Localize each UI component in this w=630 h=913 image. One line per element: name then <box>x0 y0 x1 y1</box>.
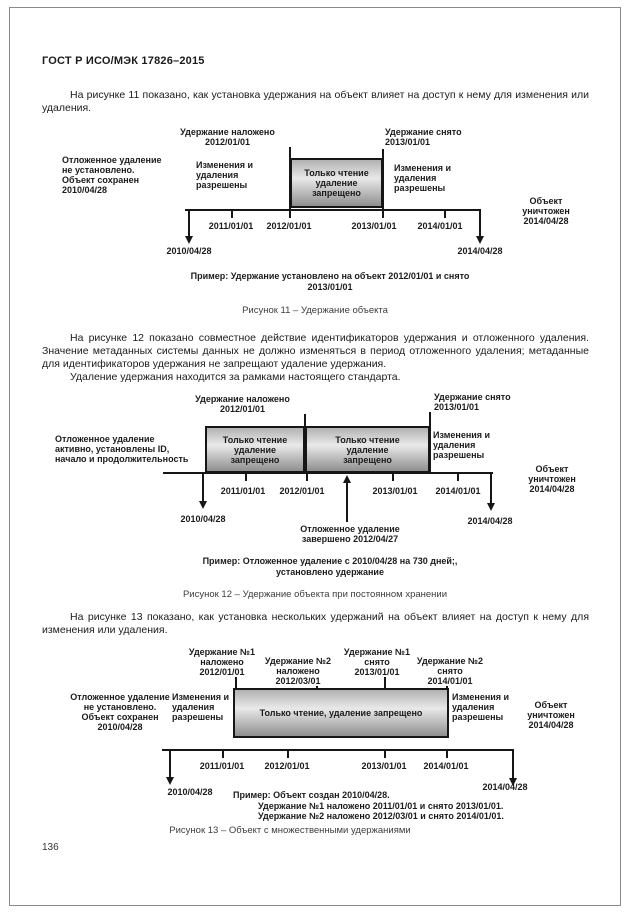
fig11-tick-2011 <box>231 209 233 218</box>
fig13-end-arrow-line <box>512 749 514 778</box>
fig12-hold-removed-label: Удержание снято 2013/01/01 <box>434 392 511 412</box>
fig12-timeline-line <box>163 472 493 474</box>
fig13-hold1-removed-label: Удержание №1 снято 2013/01/01 <box>343 647 411 677</box>
fig12-deferred-done-label: Отложенное удаление завершено 2012/04/27 <box>300 524 400 544</box>
fig13-start-date-label: 2010/04/28 <box>167 787 213 797</box>
fig13-left-note: Отложенное удаление не установлено. Объе… <box>70 692 170 732</box>
fig11-left-note: Отложенное удаление не установлено. Объе… <box>62 155 162 195</box>
fig13-tick-2012 <box>287 749 289 758</box>
fig13-region-before-label: Изменения и удаления разрешены <box>172 692 230 722</box>
fig12-deferred-arrow-line <box>346 482 348 522</box>
fig12-end-arrow-down-icon <box>487 503 495 511</box>
fig13-readonly-box: Только чтение, удаление запрещено <box>233 688 449 738</box>
fig13-caption: Рисунок 13 – Объект с множественными уде… <box>169 825 411 836</box>
fig13-start-arrow-line <box>169 749 171 777</box>
fig11-right-note: Объект уничтожен 2014/04/28 <box>522 196 570 226</box>
fig12-tick-label-2014: 2014/01/01 <box>435 486 481 496</box>
paragraph-fig12-intro: На рисунке 12 показано совместное действ… <box>42 332 589 370</box>
fig12-tick-2013 <box>392 472 394 481</box>
fig12-tick-2012 <box>306 472 308 481</box>
page-border <box>9 7 621 906</box>
fig11-example-text: Пример: Удержание установлено на объект … <box>190 271 470 292</box>
paragraph-scope-note: Удаление удержания находится за рамками … <box>70 371 401 383</box>
fig12-start-date-label: 2010/04/28 <box>180 514 226 524</box>
fig11-timeline-line <box>185 209 481 211</box>
fig13-hold2-removed-label: Удержание №2 снято 2014/01/01 <box>416 656 484 686</box>
fig11-start-date-label: 2010/04/28 <box>166 246 212 256</box>
fig11-end-arrow-down-icon <box>476 236 484 244</box>
fig12-hold-applied-label: Удержание наложено 2012/01/01 <box>195 394 290 414</box>
paragraph-fig11-intro: На рисунке 11 показано, как установка уд… <box>42 89 589 114</box>
document-title: ГОСТ Р ИСО/МЭК 17826–2015 <box>42 55 205 67</box>
fig11-tick-2014 <box>444 209 446 218</box>
fig12-region-after-label: Изменения и удаления разрешены <box>433 430 491 460</box>
fig11-end-arrow-line <box>479 209 481 236</box>
fig11-tick-2013 <box>382 209 384 218</box>
fig12-tick-label-2013: 2013/01/01 <box>372 486 418 496</box>
fig13-hold1-removed-line <box>384 677 386 691</box>
fig13-timeline-line <box>162 749 514 751</box>
fig13-start-arrow-down-icon <box>166 777 174 785</box>
fig12-readonly-box-1: Только чтение удаление запрещено <box>205 426 305 473</box>
fig11-start-arrow-line <box>188 209 190 236</box>
fig11-tick-label-2011: 2011/01/01 <box>208 221 254 231</box>
fig12-example-text: Пример: Отложенное удаление с 2010/04/28… <box>202 556 458 577</box>
fig11-hold-removed-line <box>382 149 384 210</box>
fig13-example-text: Пример: Объект создан 2010/04/28. Удержа… <box>233 790 504 821</box>
fig12-tick-label-2011: 2011/01/01 <box>220 486 266 496</box>
fig11-tick-label-2013: 2013/01/01 <box>351 221 397 231</box>
fig13-tick-2011 <box>222 749 224 758</box>
fig11-readonly-box: Только чтение удаление запрещено <box>290 158 383 208</box>
fig12-deferred-arrow-up-icon <box>343 475 351 483</box>
fig12-end-date-label: 2014/04/28 <box>467 516 513 526</box>
fig13-tick-label-2013: 2013/01/01 <box>361 761 407 771</box>
fig13-tick-2014 <box>446 749 448 758</box>
fig11-caption: Рисунок 11 – Удержание объекта <box>242 305 388 316</box>
fig11-tick-label-2012: 2012/01/01 <box>266 221 312 231</box>
fig13-hold1-applied-line <box>235 677 237 691</box>
fig13-tick-label-2011: 2011/01/01 <box>199 761 245 771</box>
fig12-right-note: Объект уничтожен 2014/04/28 <box>528 464 576 494</box>
fig11-hold-removed-label: Удержание снято 2013/01/01 <box>385 127 462 147</box>
fig13-hold1-applied-label: Удержание №1 наложено 2012/01/01 <box>188 647 256 677</box>
fig12-hold-removed-line <box>429 412 431 474</box>
fig12-start-arrow-down-icon <box>199 501 207 509</box>
fig13-hold2-applied-label: Удержание №2 наложено 2012/03/01 <box>264 656 332 686</box>
fig11-start-arrow-down-icon <box>185 236 193 244</box>
fig13-tick-2013 <box>384 749 386 758</box>
paragraph-fig13-intro: На рисунке 13 показано, как установка не… <box>42 611 589 636</box>
fig12-tick-label-2012: 2012/01/01 <box>279 486 325 496</box>
fig12-caption: Рисунок 12 – Удержание объекта при посто… <box>182 589 448 600</box>
fig13-tick-label-2012: 2012/01/01 <box>264 761 310 771</box>
fig11-tick-label-2014: 2014/01/01 <box>417 221 463 231</box>
fig12-tick-2014 <box>457 472 459 481</box>
fig11-hold-applied-label: Удержание наложено 2012/01/01 <box>180 127 275 147</box>
fig13-end-date-label: 2014/04/28 <box>482 782 528 792</box>
fig13-region-after-label: Изменения и удаления разрешены <box>452 692 510 722</box>
fig11-tick-2012 <box>289 209 291 218</box>
fig13-tick-label-2014: 2014/01/01 <box>423 761 469 771</box>
fig12-tick-2011 <box>245 472 247 481</box>
fig12-start-arrow-line <box>202 472 204 501</box>
fig11-region-before-label: Изменения и удаления разрешены <box>196 160 254 190</box>
fig12-end-arrow-line <box>490 472 492 503</box>
fig12-left-note: Отложенное удаление активно, установлены… <box>55 434 189 464</box>
fig13-right-note: Объект уничтожен 2014/04/28 <box>527 700 575 730</box>
page-number: 136 <box>42 842 59 853</box>
fig13-end-arrow-down-icon <box>509 778 517 786</box>
fig12-readonly-box-2: Только чтение удаление запрещено <box>305 426 430 473</box>
fig11-region-after-label: Изменения и удаления разрешены <box>394 163 452 193</box>
fig11-end-date-label: 2014/04/28 <box>457 246 503 256</box>
